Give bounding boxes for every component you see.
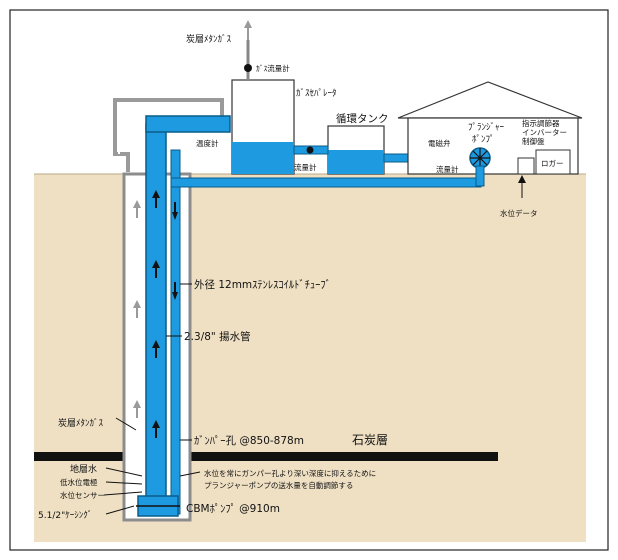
house-roof bbox=[397, 81, 583, 119]
label-plunger-pump-1: ﾌﾟﾗﾝｼﾞｬｰ bbox=[468, 122, 505, 133]
label-logger: ロガー bbox=[541, 158, 564, 168]
controller-box bbox=[517, 157, 535, 175]
flow-meter-1-dot bbox=[306, 146, 314, 154]
lift-pipe-top bbox=[145, 115, 231, 133]
label-circulation-tank: 循環タンク bbox=[336, 112, 389, 125]
flow-arrows bbox=[152, 190, 178, 438]
label-casing: 5.1/2"ｹｰｼﾝｸﾞ bbox=[38, 510, 92, 521]
gas-return-line-inner bbox=[118, 103, 219, 154]
leader-lines bbox=[103, 175, 526, 515]
label-formation-water: 地層水 bbox=[70, 463, 97, 475]
label-water-level-data: 水位データ bbox=[500, 208, 538, 218]
coal-seam-left bbox=[34, 452, 158, 461]
logger-box bbox=[535, 149, 571, 175]
label-gallery-hole: ｶﾞﾝﾊﾟｰ孔 @850-878m bbox=[194, 434, 304, 447]
label-solenoid-valve: 電磁弁 bbox=[428, 138, 451, 148]
label-plunger-pump-2: ﾎﾟﾝﾌﾟ bbox=[472, 134, 495, 145]
label-pump-depth: CBMﾎﾟﾝﾌﾟ @910m bbox=[186, 503, 280, 515]
outer-frame bbox=[9, 9, 609, 551]
coal-seam-right bbox=[178, 452, 498, 461]
lift-pipe bbox=[145, 123, 167, 515]
label-lift-pipe: 2.3/8" 揚水管 bbox=[184, 330, 251, 343]
label-low-level-electrode: 低水位電極 bbox=[60, 477, 98, 487]
note-line-2: プランジャーポンプの送水量を自動調節する bbox=[204, 480, 353, 490]
pump-down-pipe bbox=[475, 165, 485, 187]
label-water-sensor: 水位センサー bbox=[60, 490, 105, 500]
label-thermometer: 温度計 bbox=[196, 138, 219, 148]
label-controller-2: インバーター bbox=[522, 128, 567, 137]
label-controller-3: 制御盤 bbox=[522, 136, 545, 146]
label-gas-flow-meter: ｶﾞｽ流量計 bbox=[256, 63, 290, 73]
separator-water bbox=[232, 142, 294, 174]
label-flow-meter-1: 流量計 bbox=[294, 162, 317, 172]
label-coal-methane: 炭層ﾒﾀﾝｶﾞｽ bbox=[58, 418, 104, 429]
return-line bbox=[170, 177, 482, 188]
tank-water bbox=[328, 150, 384, 174]
gas-flow-meter-dot bbox=[244, 64, 252, 72]
label-coil-tube: 外径 12mmｽﾃﾝﾚｽｺｲﾙﾄﾞﾁｭｰﾌﾞ bbox=[194, 278, 331, 291]
gas-arrows bbox=[133, 20, 252, 418]
label-gas-separator: ｶﾞｽｾﾊﾟﾚｰﾀ bbox=[296, 88, 337, 99]
pump-spokes bbox=[470, 148, 490, 168]
gas-return-line-outer bbox=[113, 98, 224, 172]
label-coal-seam: 石炭層 bbox=[352, 433, 388, 447]
label-controller-1: 指示調節器 bbox=[522, 118, 560, 128]
note-line-1: 水位を常にガンパー孔より深い深度に抑えるために bbox=[204, 468, 376, 478]
label-flow-meter-2: 流量計 bbox=[436, 164, 459, 174]
label-top-gas: 炭層ﾒﾀﾝｶﾞｽ bbox=[186, 34, 232, 45]
